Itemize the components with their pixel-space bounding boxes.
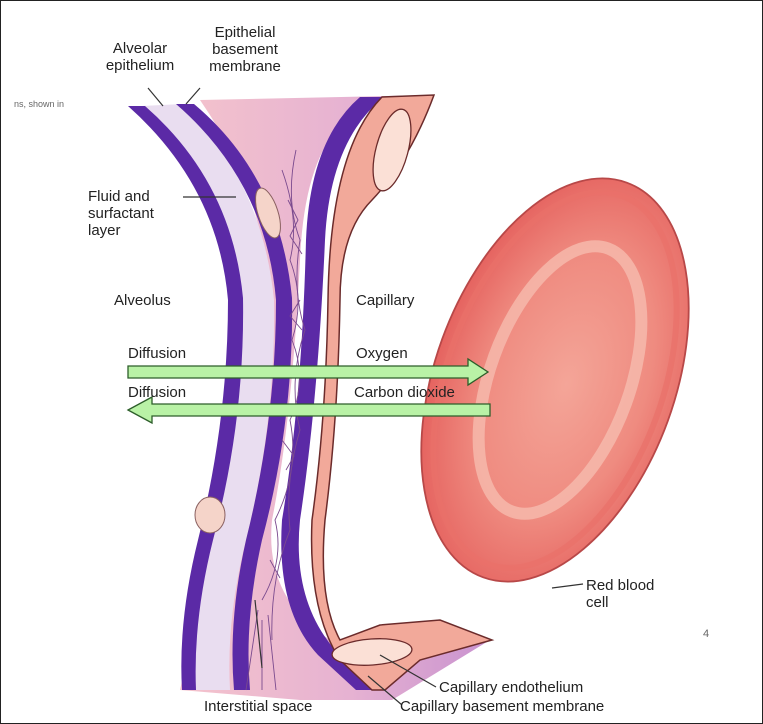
label-epithelial-basement-membrane-line2: basement [185, 41, 305, 58]
label-red-blood-cell-line1: Red blood [586, 577, 654, 594]
edge-text-fragment: ns, shown in [14, 96, 64, 113]
label-diffusion-top: Diffusion [128, 345, 186, 362]
label-carbon-dioxide: Carbon dioxide [354, 384, 455, 401]
label-oxygen: Oxygen [356, 345, 408, 362]
label-red-blood-cell: Red blood cell [586, 577, 654, 611]
page-number: 4 [703, 626, 709, 643]
label-fluid-line1: Fluid and [88, 188, 154, 205]
label-red-blood-cell-line2: cell [586, 594, 654, 611]
label-fluid-line3: layer [88, 222, 154, 239]
label-alveolus: Alveolus [114, 292, 171, 309]
label-alveolar-epithelium-line1: Alveolar [80, 40, 200, 57]
label-alveolar-epithelium-line2: epithelium [80, 57, 200, 74]
label-epithelial-basement-membrane-line3: membrane [185, 58, 305, 75]
label-diffusion-bottom: Diffusion [128, 384, 186, 401]
label-epithelial-basement-membrane: Epithelial basement membrane [185, 24, 305, 75]
label-capillary-basement-membrane: Capillary basement membrane [400, 698, 604, 715]
red-blood-cell-shape [370, 142, 739, 619]
label-interstitial-space: Interstitial space [204, 698, 312, 715]
label-fluid-line2: surfactant [88, 205, 154, 222]
label-capillary: Capillary [356, 292, 414, 309]
epithelial-nucleus-bottom [195, 497, 225, 533]
label-fluid-surfactant-layer: Fluid and surfactant layer [88, 188, 154, 239]
label-alveolar-epithelium: Alveolar epithelium [80, 40, 200, 74]
label-capillary-endothelium: Capillary endothelium [439, 679, 583, 696]
label-epithelial-basement-membrane-line1: Epithelial [185, 24, 305, 41]
